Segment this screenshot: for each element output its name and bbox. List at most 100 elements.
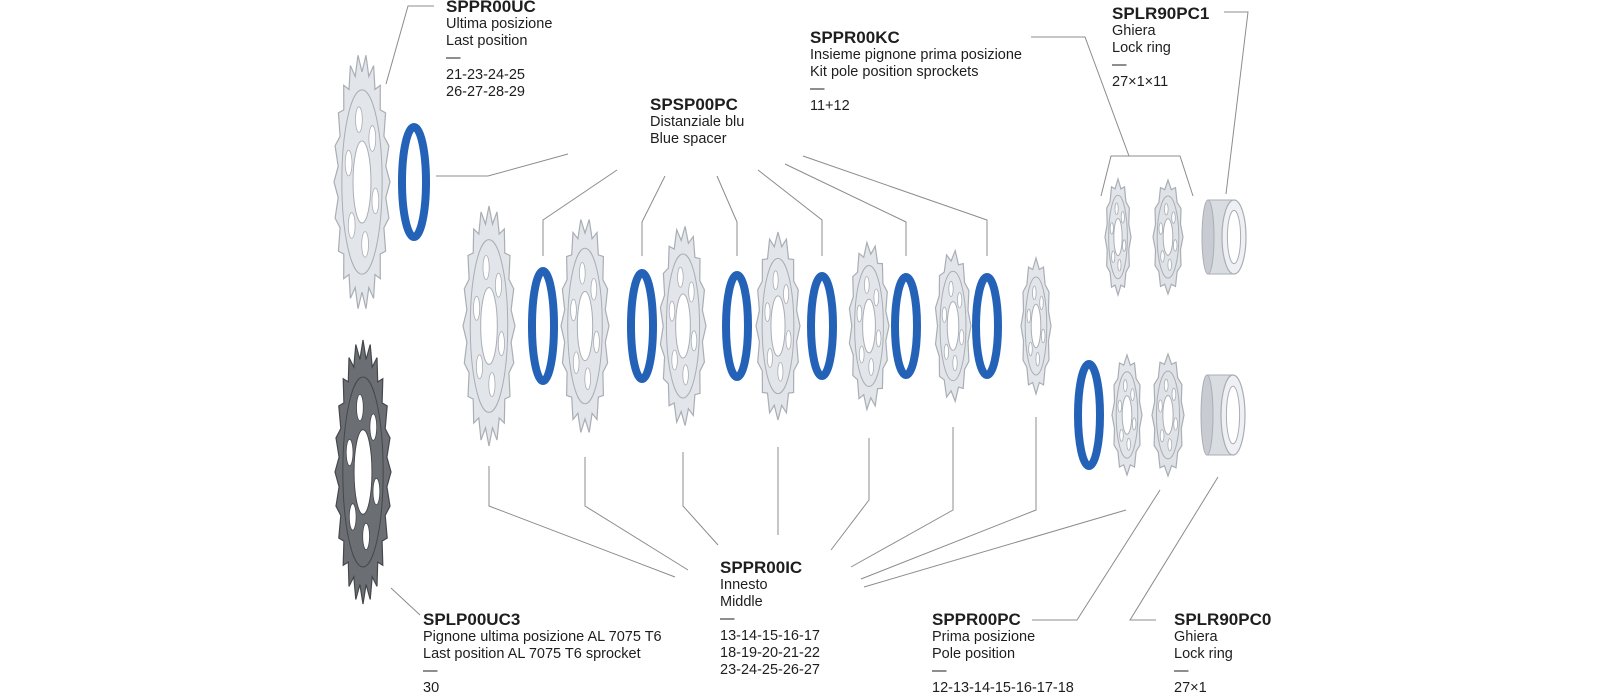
part-name-en: Last position AL 7075 T6 sprocket [423, 646, 641, 662]
sprocket-icon-kit-11 [1104, 176, 1132, 298]
sprocket-hub [480, 287, 498, 365]
sprocket-rim [567, 247, 603, 405]
sprocket-cutout [875, 329, 882, 348]
sprocket-cutout [372, 477, 381, 506]
sprocket-cutout [369, 413, 378, 441]
sprocket-hub [1113, 217, 1123, 257]
sprocket-cutout [1117, 399, 1122, 413]
sprocket-cutout [1119, 428, 1124, 442]
leader-spacer-1 [542, 169, 618, 256]
sprocket-rim [1155, 370, 1181, 460]
sprocket-cutout [1122, 239, 1127, 252]
sprocket-cutout [1160, 250, 1165, 263]
sprocket-cutout [1109, 222, 1114, 235]
dash: — [446, 50, 461, 66]
sprocket-cutout [1039, 295, 1044, 311]
sprocket-cutout [1171, 387, 1177, 401]
dash: — [1174, 663, 1189, 679]
part-name-en: Last position [446, 33, 528, 49]
sprocket-cutout [688, 281, 695, 303]
sprocket-cutout [1117, 259, 1122, 272]
sprocket-rim [469, 239, 509, 413]
sprocket-cutout [1028, 341, 1033, 357]
dash: — [720, 611, 735, 627]
part-name-it: Ghiera [1112, 23, 1156, 39]
callout-blue-spacer: SPSP00PC Distanziale blu Blue spacer [650, 95, 744, 148]
sprocket-cutout [863, 276, 870, 294]
sprocket-cutout [1164, 203, 1169, 216]
sprocket-cutout [766, 348, 773, 368]
part-code: SPLR90PC1 [1112, 4, 1210, 23]
sprocket-rim [761, 257, 795, 395]
callout-lock-ring-1: SPLR90PC1 Ghiera Lock ring — 27×1×11 [1112, 4, 1209, 91]
sprocket-cutout [362, 522, 370, 551]
sprocket-cutout [488, 372, 496, 397]
sprocket-cutout [347, 212, 356, 239]
sprocket-cutout [677, 266, 684, 288]
sprocket-cutout [1123, 379, 1128, 393]
sprocket-cutout [1173, 417, 1178, 431]
dash: — [810, 81, 825, 97]
sprocket-cutout [497, 331, 505, 357]
sprocket-hub [946, 301, 960, 351]
part-code: SPPR00PC [932, 610, 1021, 629]
part-name-en: Blue spacer [650, 131, 727, 147]
sprocket-icon-middle-5 [848, 240, 890, 412]
sprocket-cutout [1159, 429, 1165, 443]
callout-middle: SPPR00IC Innesto Middle — 13-14-15-16-17… [720, 558, 820, 679]
lock-ring-bore [1226, 209, 1242, 265]
sprocket-cutout [593, 330, 600, 354]
sprocket-rim [341, 89, 383, 275]
sprocket-cutout [1167, 258, 1172, 271]
sizes: 12-13-14-15-16-17-18 [932, 680, 1074, 696]
leader-last-position [385, 5, 434, 85]
sprocket-icon-middle-4 [755, 231, 801, 421]
lock-ring-icon-0 [1200, 374, 1246, 456]
sizes-line-1: 13-14-15-16-17 [720, 628, 820, 644]
sprocket-hub [1162, 218, 1174, 256]
leader-pole [1032, 489, 1161, 621]
sprocket-cutout [1126, 437, 1131, 451]
sprocket-cutout [570, 298, 577, 322]
sprocket-cutout [368, 125, 377, 152]
part-name-en: Lock ring [1174, 646, 1233, 662]
sizes: 27×1×11 [1112, 74, 1169, 90]
sprocket-icon-pole-1 [1111, 353, 1143, 477]
sprocket-cutout [856, 304, 863, 323]
sprocket-cutout [348, 503, 357, 531]
sprocket-hub [353, 429, 373, 515]
sprocket-cutout [1171, 211, 1176, 224]
sprocket-cutout [475, 354, 483, 380]
sprocket-rim [854, 265, 884, 387]
sprocket-cutout [682, 364, 689, 386]
part-name-it: Prima posizione [932, 629, 1036, 645]
leader-spacer-2 [641, 175, 666, 256]
sprocket-cutout [578, 262, 586, 285]
part-name-it: Ghiera [1174, 629, 1218, 645]
sprocket-rim [1115, 371, 1139, 459]
sizes: 30 [423, 680, 440, 696]
sprocket-rim [665, 253, 701, 399]
sprocket-hub [1030, 303, 1042, 349]
blue-ring-icon-spacer-2 [627, 269, 657, 383]
sprocket-cutout [783, 284, 790, 304]
sprocket-cutout [668, 300, 676, 322]
sprocket-cutout [355, 106, 363, 133]
leader-spacer-5 [784, 163, 907, 256]
part-code: SPLP00UC3 [423, 610, 521, 629]
sprocket-cutout [590, 278, 598, 301]
blue-ring-icon-spacer-5 [891, 273, 921, 379]
sprocket-hub [352, 140, 372, 224]
sprocket-cutout [785, 330, 792, 350]
sprocket-cutout [858, 345, 865, 364]
sprocket-cutout [958, 329, 965, 346]
blue-ring-icon-spacer-1 [528, 267, 558, 385]
sprocket-cutout [572, 351, 580, 374]
leader-middle-5 [830, 438, 870, 551]
leader-al-sprocket [390, 587, 421, 616]
blue-ring-icon-spacer-4 [807, 272, 837, 380]
part-code: SPSP00PC [650, 95, 738, 114]
sprocket-rim [939, 270, 967, 382]
leader-kit [1031, 36, 1130, 157]
